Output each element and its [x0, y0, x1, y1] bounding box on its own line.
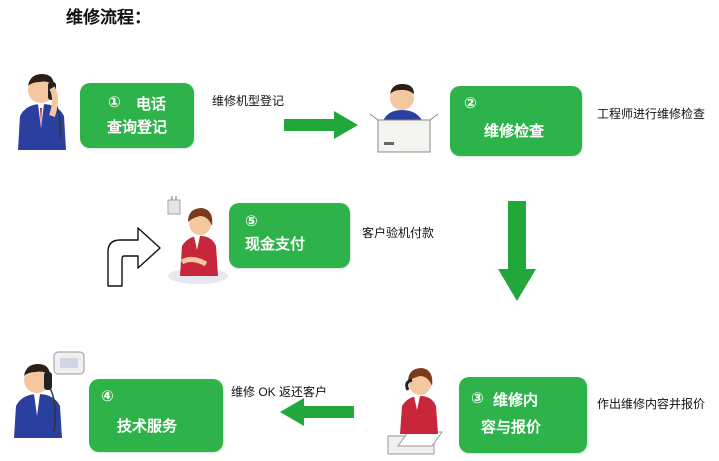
arrow-step1-to-step2: [284, 111, 358, 139]
step-4-box: ④ 技术服务: [89, 379, 223, 452]
step-3-number: ③: [471, 390, 484, 407]
step-2-box: ② 维修检查: [450, 86, 582, 156]
note-step3: 作出维修内容并报价: [597, 397, 706, 411]
step-2-number: ②: [464, 95, 477, 112]
page-title: 维修流程：: [66, 8, 151, 27]
cashier-woman-illustration: [167, 196, 228, 284]
step-5-number: ⑤: [245, 213, 258, 230]
phone-man-illustration-2: [14, 351, 85, 438]
service-woman-illustration: [387, 368, 443, 455]
note-step1: 维修机型登记: [212, 94, 285, 108]
step-1-number: ①: [108, 94, 121, 111]
phone-man-illustration: [18, 74, 66, 150]
step-5-line1: 现金支付: [245, 236, 306, 253]
step-2-line1: 维修检查: [484, 123, 545, 140]
step-4-line1: 技术服务: [117, 418, 178, 435]
note-step2: 工程师进行维修检查: [597, 107, 706, 121]
step-5-box: ⑤ 现金支付: [229, 203, 350, 268]
arrow-step4-to-step5-curved: [107, 227, 161, 287]
step-3-line1: 维修内: [493, 392, 539, 409]
step-1-box: ① 电话 查询登记: [80, 83, 194, 148]
note-step4: 维修 OK 返还客户: [231, 385, 328, 399]
step-3-line2: 容与报价: [481, 419, 542, 436]
note-step5: 客户验机付款: [362, 226, 435, 240]
engineer-desk-illustration: [369, 84, 439, 153]
arrow-step3-to-step4: [280, 398, 354, 426]
arrow-step2-to-step3: [498, 201, 536, 301]
step-1-line1: 电话: [136, 96, 167, 113]
step-4-number: ④: [101, 388, 114, 405]
step-1-line2: 查询登记: [107, 119, 168, 136]
step-3-box: ③ 维修内 容与报价: [459, 377, 587, 453]
